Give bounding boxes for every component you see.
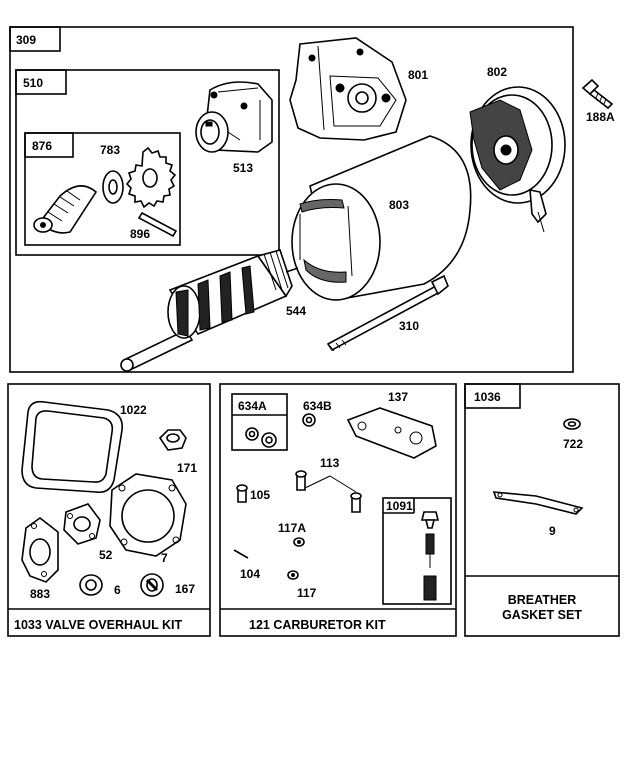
end-cap-802-drawing [469,86,566,233]
label-188a: 188A [586,110,615,124]
gasket-1022-drawing [21,400,124,494]
gasket-9-drawing [492,491,584,515]
nut-171-drawing [158,429,187,451]
carb-kit-frame [219,383,457,637]
seal-167-drawing [140,573,164,597]
armature-544-drawing [120,249,299,372]
valve-kit-panel: 1022 171 52 7 883 6 167 1033 VALVE OVERH… [7,383,211,637]
carb-1091-frame [382,497,452,605]
label-9: 9 [549,524,556,538]
label-52: 52 [99,548,113,562]
label-802: 802 [487,65,507,79]
label-803: 803 [389,198,409,212]
breather-label-box [464,383,521,409]
pin-104-drawing [233,549,249,559]
drive-housing-513-drawing [195,81,273,153]
label-513: 513 [233,161,253,175]
label-117a: 117A [278,521,306,535]
starter-frame [9,26,574,373]
label-171: 171 [177,461,197,475]
label-783: 783 [100,143,120,157]
pinion-gear-drawing [125,146,177,209]
label-544: 544 [286,304,306,318]
label-634a: 634A [238,399,267,413]
head-gasket-7-drawing [109,473,187,557]
label-1022: 1022 [120,403,147,417]
label-137: 137 [388,390,408,404]
drive-kit-label-box [15,69,67,95]
valve-kit-title: 1033 VALVE OVERHAUL KIT [14,618,182,632]
valve-kit-frame [7,383,211,637]
label-309: 309 [16,33,36,47]
label-117: 117 [297,586,317,600]
drive-kit-frame [15,69,280,256]
bracket-801-drawing [289,37,407,141]
label-722: 722 [563,437,583,451]
o-rings-634a-drawing [245,427,277,448]
label-6: 6 [114,583,121,597]
label-876: 876 [32,139,52,153]
label-510: 510 [23,76,43,90]
gasket-52-drawing [63,503,101,545]
breather-kit-title-2: GASKET SET [502,608,582,622]
label-105: 105 [250,488,270,502]
seal-722-drawing [563,418,581,430]
label-1091: 1091 [386,499,413,513]
screws-113-drawing [295,470,362,513]
label-310: 310 [399,319,419,333]
roll-pin-896-drawing [137,211,178,238]
breather-kit-panel: 1036 722 9 BREATHER GASKET SET [464,383,620,637]
label-883: 883 [30,587,50,601]
label-167: 167 [175,582,195,596]
label-896: 896 [130,227,150,241]
seal-6-drawing [79,574,103,596]
pin-105-drawing [236,484,248,503]
plug-117-drawing [287,570,299,580]
label-1036: 1036 [474,390,501,404]
carb-634a-frame [231,393,288,451]
field-housing-803-drawing [291,135,472,301]
starter-label-box [9,26,61,52]
starter-assembly-panel: 309 510 876 [9,26,615,373]
plug-117a-drawing [293,537,305,547]
bolt-188a-drawing [581,78,614,110]
label-113: 113 [320,456,340,470]
label-7: 7 [161,551,168,565]
label-801: 801 [408,68,428,82]
breather-kit-title-1: BREATHER [508,593,577,607]
clutch-spring-drawing [33,185,98,234]
label-634b: 634B [303,399,332,413]
breather-kit-frame [464,383,620,637]
clutch-kit-label-box [24,132,74,158]
clutch-kit-frame [24,132,181,246]
carb-kit-title: 121 CARBURETOR KIT [249,618,386,632]
washer-783-drawing [102,170,124,204]
gasket-137-drawing [346,407,437,459]
needle-valve-1091-drawing [420,511,440,601]
carburetor-kit-panel: 634A [219,383,457,637]
gasket-883-drawing [21,517,59,583]
through-bolt-310-drawing [326,274,449,352]
label-104: 104 [240,567,260,581]
o-ring-634b-drawing [302,413,316,427]
